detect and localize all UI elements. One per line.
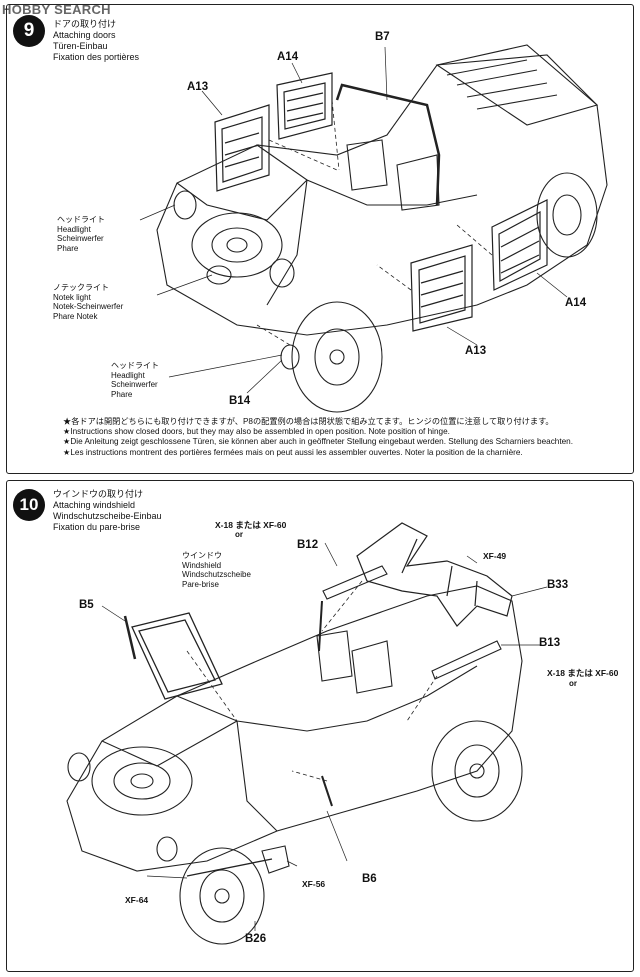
callout-en: Headlight bbox=[57, 224, 91, 234]
part-label-a14-top: A14 bbox=[277, 51, 299, 63]
callout-fr: Phare bbox=[111, 389, 133, 399]
step-9-number: 9 bbox=[13, 15, 45, 47]
paint-label-xf49: XF-49 bbox=[483, 551, 507, 561]
step-10-number: 10 bbox=[13, 489, 45, 521]
step-10-title: ウインドウの取り付け Attaching windshield Windschu… bbox=[53, 489, 162, 533]
callout-fr: Phare Notek bbox=[53, 311, 98, 321]
paint-label-x18-xf60-top: X-18 または XF-60 bbox=[215, 520, 287, 530]
paint-or-right: or bbox=[569, 679, 577, 688]
part-label-a13-bottom: A13 bbox=[465, 345, 487, 357]
callout-notek: ノテックライト Notek light Notek-Scheinwerfer P… bbox=[53, 283, 123, 321]
title-jp: ドアの取り付け bbox=[53, 19, 117, 29]
callout-de: Scheinwerfer bbox=[111, 380, 158, 389]
part-label-b7: B7 bbox=[375, 31, 390, 43]
note-jp: ★各ドアは開閉どちらにも取り付けできますが、P8の配置例の場合は閉状態で組み立て… bbox=[63, 417, 554, 426]
paint-label-xf56: XF-56 bbox=[302, 879, 326, 889]
callout-de: Notek-Scheinwerfer bbox=[53, 302, 124, 311]
callout-headlight-lower: ヘッドライト Headlight Scheinwerfer Phare bbox=[111, 361, 159, 399]
step-9-title: ドアの取り付け Attaching doors Türen-Einbau Fix… bbox=[53, 19, 139, 63]
part-label-b14: B14 bbox=[229, 395, 251, 407]
callout-jp: ウインドウ bbox=[182, 551, 222, 560]
callout-jp: ヘッドライト bbox=[57, 215, 105, 224]
part-label-b13: B13 bbox=[539, 637, 561, 649]
callout-de: Windschutzscheibe bbox=[182, 570, 251, 579]
step-9-notes: ★各ドアは開閉どちらにも取り付けできますが、P8の配置例の場合は閉状態で組み立て… bbox=[63, 417, 573, 458]
paint-label-xf64: XF-64 bbox=[125, 895, 149, 905]
watermark: HOBBY SEARCH bbox=[2, 2, 111, 17]
title-de: Türen-Einbau bbox=[53, 41, 108, 51]
callout-en: Notek light bbox=[53, 292, 91, 302]
part-label-b5: B5 bbox=[79, 599, 94, 611]
part-label-a13-top: A13 bbox=[187, 81, 209, 93]
note-fr: ★Les instructions montrent des portières… bbox=[63, 447, 523, 457]
step-10-panel: 10 ウインドウの取り付け Attaching windshield Winds… bbox=[6, 480, 634, 972]
note-en: ★Instructions show closed doors, but the… bbox=[63, 427, 450, 437]
title-de: Windschutzscheibe-Einbau bbox=[53, 511, 162, 521]
paint-or-top: or bbox=[235, 530, 243, 539]
title-en: Attaching doors bbox=[53, 30, 116, 40]
callout-de: Scheinwerfer bbox=[57, 234, 104, 243]
step-9-illustration bbox=[139, 44, 608, 413]
title-en: Attaching windshield bbox=[53, 500, 136, 510]
step-10-illustration bbox=[66, 522, 548, 945]
title-fr: Fixation du pare-brise bbox=[53, 522, 141, 532]
part-label-b26: B26 bbox=[245, 933, 267, 945]
callout-fr: Phare bbox=[57, 243, 79, 253]
note-de: ★Die Anleitung zeigt geschlossene Türen,… bbox=[63, 437, 573, 447]
callout-headlight-upper: ヘッドライト Headlight Scheinwerfer Phare bbox=[57, 215, 105, 253]
callout-jp: ヘッドライト bbox=[111, 361, 159, 370]
callout-windshield: ウインドウ Windshield Windschutzscheibe Pare-… bbox=[182, 551, 251, 589]
step-9-panel: 9 ドアの取り付け Attaching doors Türen-Einbau F… bbox=[6, 4, 634, 474]
part-label-b6: B6 bbox=[362, 873, 377, 885]
part-label-a14-right: A14 bbox=[565, 297, 587, 309]
paint-label-x18-xf60-right: X-18 または XF-60 bbox=[547, 668, 619, 678]
title-jp: ウインドウの取り付け bbox=[53, 489, 144, 499]
callout-en: Headlight bbox=[111, 370, 145, 380]
callout-jp: ノテックライト bbox=[53, 283, 109, 292]
callout-fr: Pare-brise bbox=[182, 579, 219, 589]
title-fr: Fixation des portières bbox=[53, 52, 140, 62]
callout-en: Windshield bbox=[182, 560, 222, 570]
part-label-b12: B12 bbox=[297, 539, 319, 551]
part-label-b33: B33 bbox=[547, 579, 569, 591]
